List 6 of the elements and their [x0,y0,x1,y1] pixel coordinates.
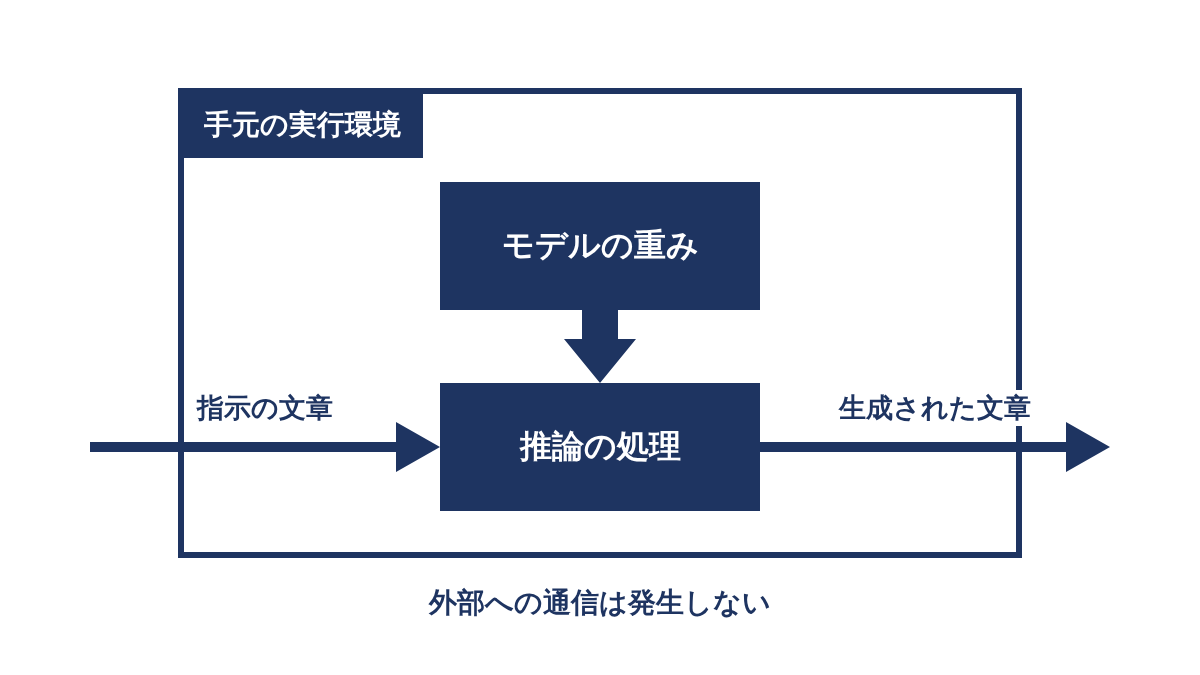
arrow [564,310,636,383]
arrow [760,422,1110,472]
process-box: モデルの重み [440,182,760,310]
heading-tab: 手元の実行環境 [184,94,423,158]
process-box: 推論の処理 [440,383,760,511]
arrow [90,422,440,472]
